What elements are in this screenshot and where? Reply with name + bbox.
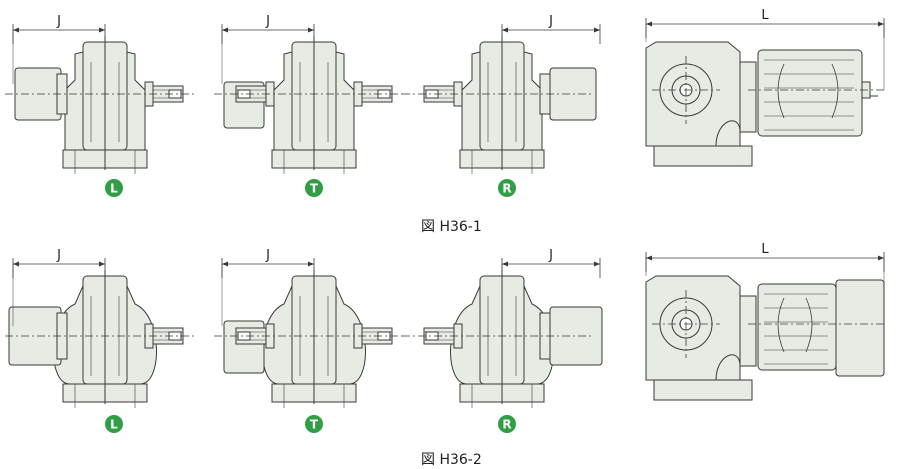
dimension-label: J [265, 14, 270, 29]
reducer-front-view-t: J [214, 14, 404, 174]
side-base-feet [653, 145, 753, 167]
reducer-side-view: L [645, 8, 885, 167]
dimension-label: J [56, 248, 61, 263]
dimension-line: J [12, 248, 106, 278]
figure-caption-1: 図 H36-1 [421, 219, 482, 235]
reducer-front-view-r: J [402, 248, 603, 408]
variant-badge-letter: L [110, 418, 118, 432]
variant-badge-letter: T [310, 182, 319, 196]
variant-badge: L [105, 179, 123, 197]
reducer-front-view-t: J [214, 248, 404, 408]
variant-badge: T [305, 415, 323, 433]
dimension-line: J [221, 14, 315, 44]
variant-badge: T [305, 179, 323, 197]
side-base-feet [653, 379, 753, 401]
motor-body [757, 49, 863, 137]
dimension-label: J [548, 248, 553, 263]
dimension-line: L [645, 242, 885, 272]
variant-badge-letter: L [110, 182, 118, 196]
variant-badge: L [105, 415, 123, 433]
figure-caption-2: 図 H36-2 [421, 452, 482, 468]
dimension-line: J [221, 248, 315, 278]
variant-badge-letter: R [502, 182, 511, 196]
dimension-label: J [548, 14, 553, 29]
dimension-line: J [501, 14, 601, 44]
adapter-neck [739, 61, 757, 133]
dimension-line: J [501, 248, 601, 278]
reducer-front-view-l: J [5, 248, 195, 408]
dimension-label: J [265, 248, 270, 263]
reducer-front-view-l: J [5, 14, 195, 174]
adapter-neck [739, 295, 757, 367]
variant-badge: R [498, 179, 516, 197]
dimension-label: L [761, 8, 769, 23]
variant-badge-letter: T [310, 418, 319, 432]
reducer-front-view-r: J [402, 14, 601, 174]
dimension-label: J [56, 14, 61, 29]
dimension-line: L [645, 8, 885, 38]
motor-body [757, 283, 837, 371]
dimension-label: L [761, 242, 769, 257]
reducer-side-view: L [645, 242, 885, 401]
dimension-line: J [12, 14, 106, 44]
variant-badge-letter: R [502, 418, 511, 432]
variant-badge: R [498, 415, 516, 433]
brake-cover [835, 279, 885, 377]
